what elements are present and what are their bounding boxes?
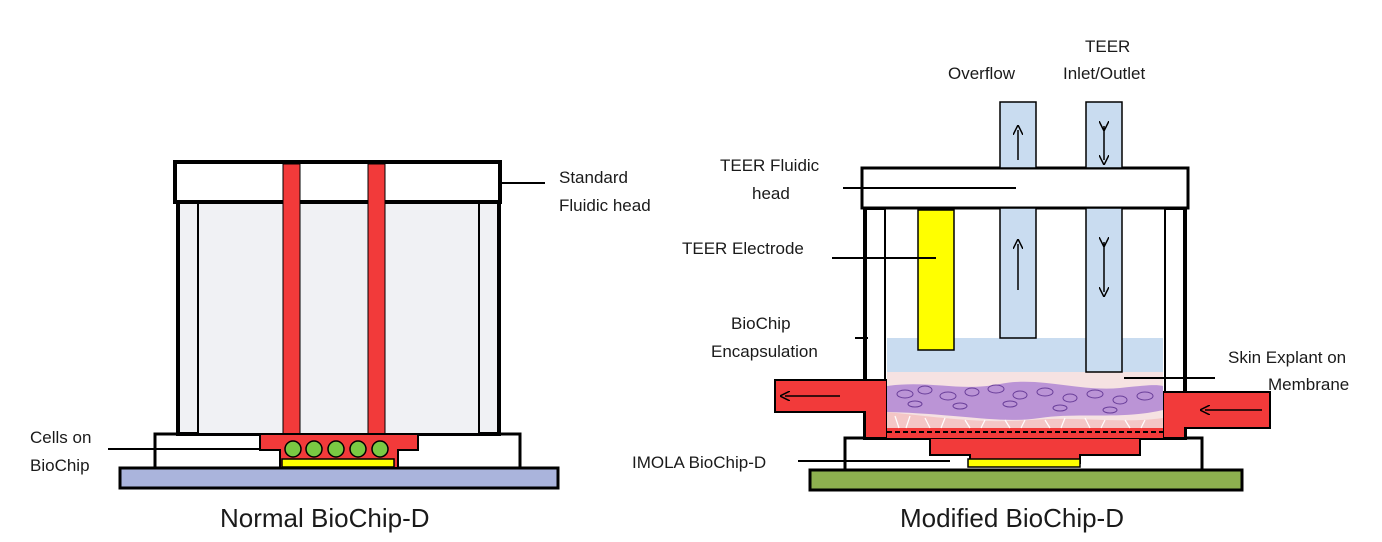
modified-biochip-caption: Modified BioChip-D — [900, 503, 1124, 533]
cell — [305, 440, 323, 458]
teer-electrode — [917, 209, 955, 351]
cells-on-biochip-label: Cells on BioChip — [30, 428, 96, 475]
normal-biochip-caption: Normal BioChip-D — [220, 503, 430, 533]
cell — [327, 440, 345, 458]
teer-fluidic-head-label: TEER Fluidic head — [720, 156, 824, 203]
modified-biochip: Overflow TEER Inlet/Outlet TEER Fluidic … — [632, 37, 1351, 533]
cell — [284, 440, 302, 458]
teer-electrode-label: TEER Electrode — [682, 239, 804, 258]
cells-on-biochip — [284, 440, 389, 458]
biochip-encapsulation-label: BioChip Encapsulation — [711, 314, 818, 361]
teer-inlet-outlet-label: TEER Inlet/Outlet — [1063, 37, 1145, 83]
imola-biochip-label: IMOLA BioChip-D — [632, 453, 766, 472]
cell — [349, 440, 367, 458]
left-base-plate — [118, 466, 560, 490]
right-base-plate — [808, 468, 1244, 492]
skin-explant — [887, 372, 1163, 433]
left-fluidic-head — [173, 160, 502, 204]
left-channel-2 — [367, 163, 386, 437]
left-biochip — [281, 458, 395, 468]
left-channel-1 — [282, 163, 301, 437]
skin-explant-label: Skin Explant on Membrane — [1228, 348, 1351, 394]
imola-biochip — [967, 458, 1081, 468]
cell — [371, 440, 389, 458]
standard-fluidic-head-label: Standard Fluidic head — [559, 168, 651, 215]
normal-biochip: Standard Fluidic head Cells on BioChip N… — [30, 160, 651, 533]
overflow-label: Overflow — [948, 64, 1016, 83]
